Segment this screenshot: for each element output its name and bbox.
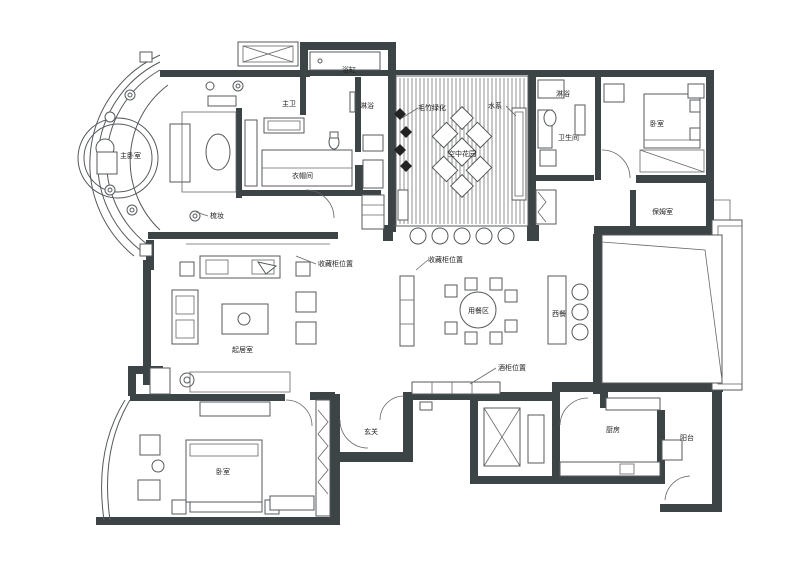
balcony-label: 阳台 <box>680 433 694 442</box>
dining-area-label: 用餐区 <box>468 306 489 315</box>
living-room-label: 起居室 <box>232 345 253 354</box>
room-labels: 主卧室 主卫 浴缸 淋浴 衣帽间 梳妆 毛竹绿化 水系 空中花园 淋浴 卫生间 … <box>120 65 694 476</box>
western-dining-label: 西餐 <box>552 309 566 318</box>
shower-label: 淋浴 <box>360 101 374 110</box>
master-bath-label: 主卫 <box>282 99 296 108</box>
central-void <box>601 234 723 384</box>
nanny-room-label: 保姆室 <box>652 207 673 216</box>
kitchen-label: 厨房 <box>606 425 620 434</box>
dining-furniture <box>399 275 589 395</box>
wine-cabinet-label: 酒柜位置 <box>498 363 526 372</box>
storage-cabinet-1-label: 收藏柜位置 <box>318 259 353 268</box>
walls <box>96 42 723 525</box>
restroom-label: 卫生间 <box>558 133 579 142</box>
entrance-elevator-kitchen <box>339 395 691 501</box>
sky-garden <box>393 75 529 245</box>
master-bay-window <box>77 51 244 257</box>
bedroom-1-label: 卧室 <box>650 119 664 128</box>
master-bedroom-label: 主卧室 <box>120 151 141 160</box>
water-feature-label: 水系 <box>488 101 502 110</box>
entrance-label: 玄关 <box>364 427 378 436</box>
leader-lines <box>195 105 517 385</box>
bedroom-2-furniture <box>101 399 331 521</box>
living-room-furniture <box>149 243 330 395</box>
bamboo-greening-label: 毛竹绿化 <box>418 103 446 112</box>
bedroom-2-label: 卧室 <box>216 467 230 476</box>
walk-in-closet-label: 衣帽间 <box>292 171 313 180</box>
storage-cabinet-2-label: 收藏柜位置 <box>428 255 463 264</box>
master-bath-fixtures <box>237 41 385 230</box>
bathtub-label: 浴缸 <box>342 65 356 74</box>
dressing-label: 梳妆 <box>210 211 224 220</box>
shower-2-label: 淋浴 <box>556 89 570 98</box>
sky-garden-label: 空中花园 <box>448 149 476 158</box>
